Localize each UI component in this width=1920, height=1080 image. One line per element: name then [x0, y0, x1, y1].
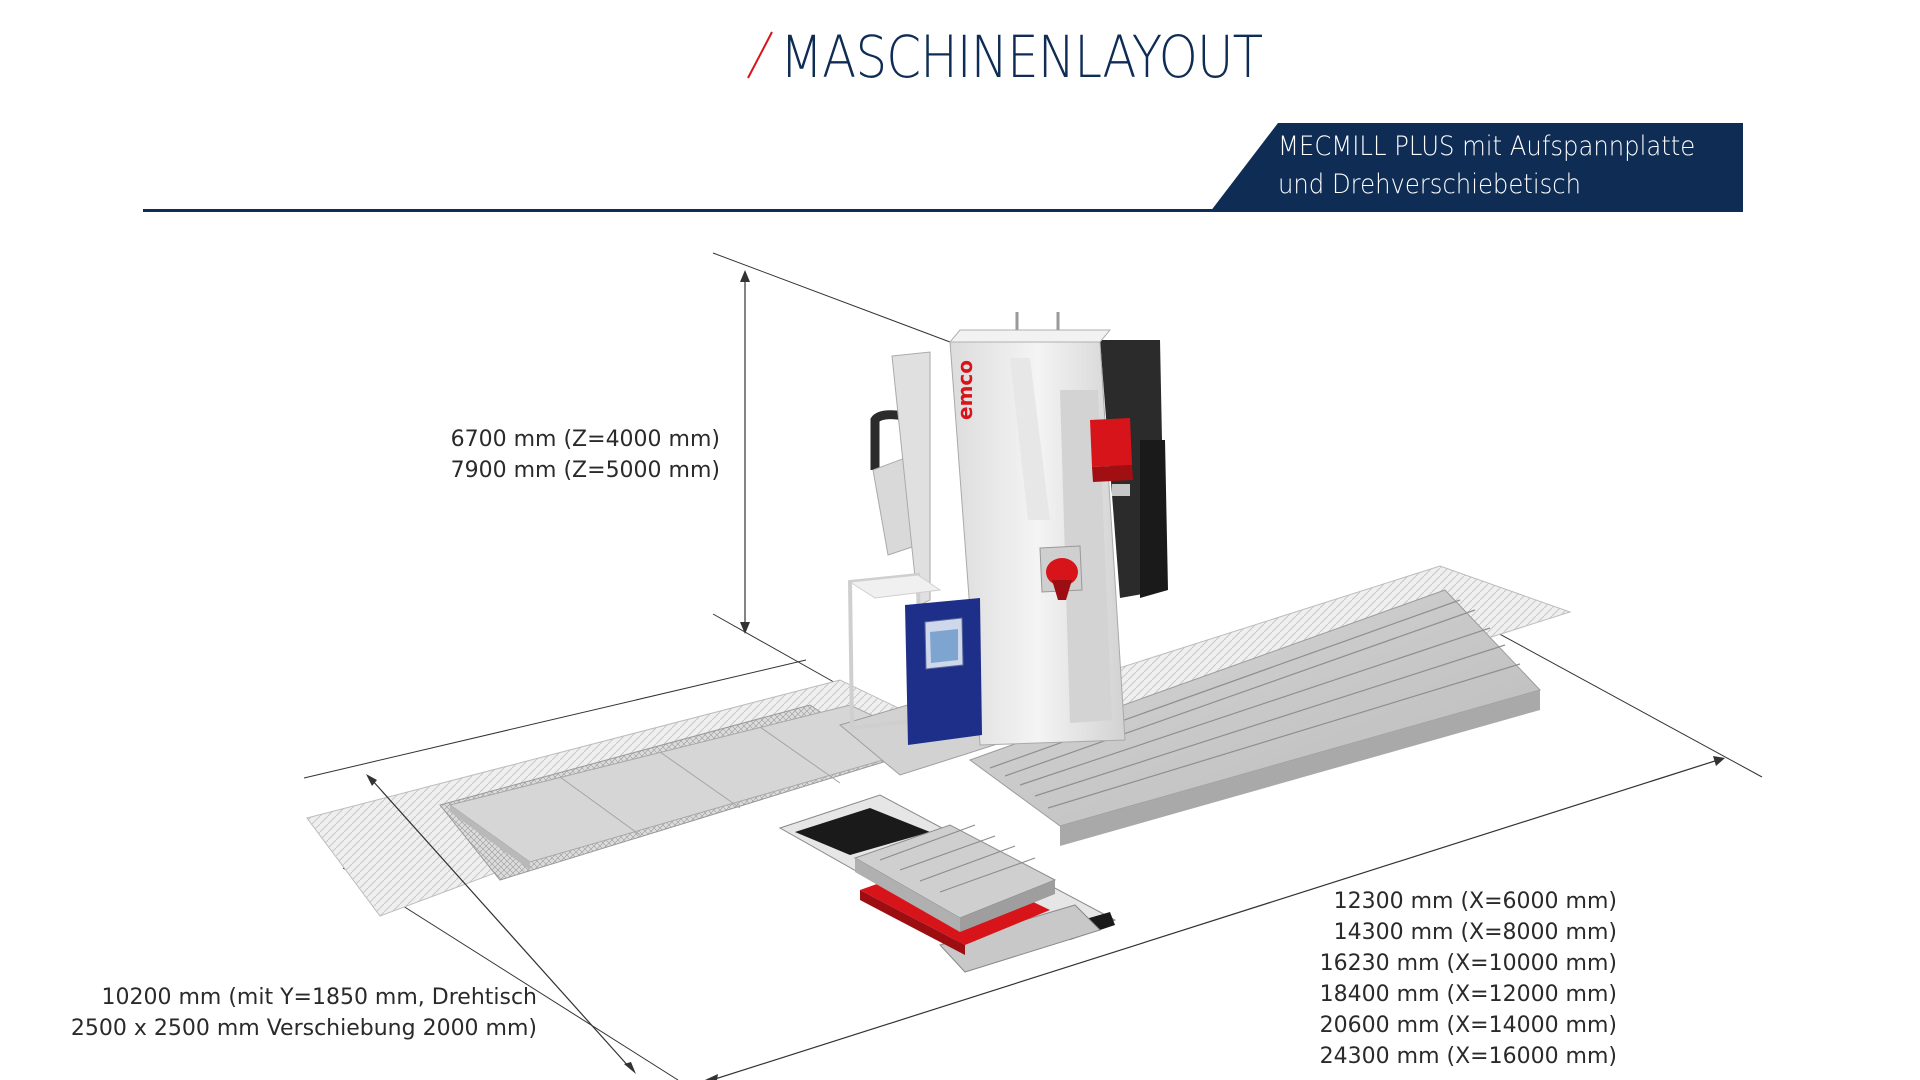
page-title: MASCHINENLAYOUT [780, 23, 1263, 91]
title-block: MASCHINENLAYOUT [744, 22, 1304, 92]
subtitle-line-1: MECMILL PLUS mit Aufspannplatte [1278, 131, 1696, 162]
subtitle-banner [1210, 123, 1743, 212]
spindle-nose-red [1046, 558, 1078, 586]
banner-text: MECMILL PLUS mit Aufspannplatte und Dreh… [1278, 128, 1696, 204]
length-dim-line-2: 14300 mm (X=8000 mm) [1333, 920, 1617, 945]
dimension-height-line [740, 270, 750, 634]
length-dim-line-4: 18400 mm (X=12000 mm) [1319, 982, 1617, 1007]
dimension-length-line [705, 756, 1725, 1080]
depth-dimension-label: 10200 mm (mit Y=1850 mm, Drehtisch 2500 … [71, 982, 537, 1044]
length-dim-line-1: 12300 mm (X=6000 mm) [1333, 889, 1617, 914]
length-dim-line-3: 16230 mm (X=10000 mm) [1319, 951, 1617, 976]
machine-brand-label: emco [953, 360, 977, 420]
depth-dim-line-1: 10200 mm (mit Y=1850 mm, Drehtisch [101, 985, 538, 1010]
rotary-table-slide [939, 904, 1101, 973]
title-slash-icon [747, 31, 773, 79]
height-dim-line-2: 7900 mm (Z=5000 mm) [450, 458, 720, 483]
dimension-depth-line [366, 774, 636, 1074]
operator-cabin [847, 572, 982, 745]
length-dim-line-6: 24300 mm (X=16000 mm) [1319, 1044, 1617, 1069]
subtitle-line-2: und Drehverschiebetisch [1278, 169, 1581, 200]
height-dimension-label: 6700 mm (Z=4000 mm) 7900 mm (Z=5000 mm) [451, 424, 720, 486]
height-dim-line-1: 6700 mm (Z=4000 mm) [450, 427, 720, 452]
depth-dim-line-2: 2500 x 2500 mm Verschiebung 2000 mm) [70, 1016, 537, 1041]
header-rule [143, 209, 1743, 212]
length-dimension-label: 12300 mm (X=6000 mm) 14300 mm (X=8000 mm… [1320, 886, 1617, 1072]
length-dim-line-5: 20600 mm (X=14000 mm) [1319, 1013, 1617, 1038]
spindle-head-red [1090, 418, 1132, 467]
